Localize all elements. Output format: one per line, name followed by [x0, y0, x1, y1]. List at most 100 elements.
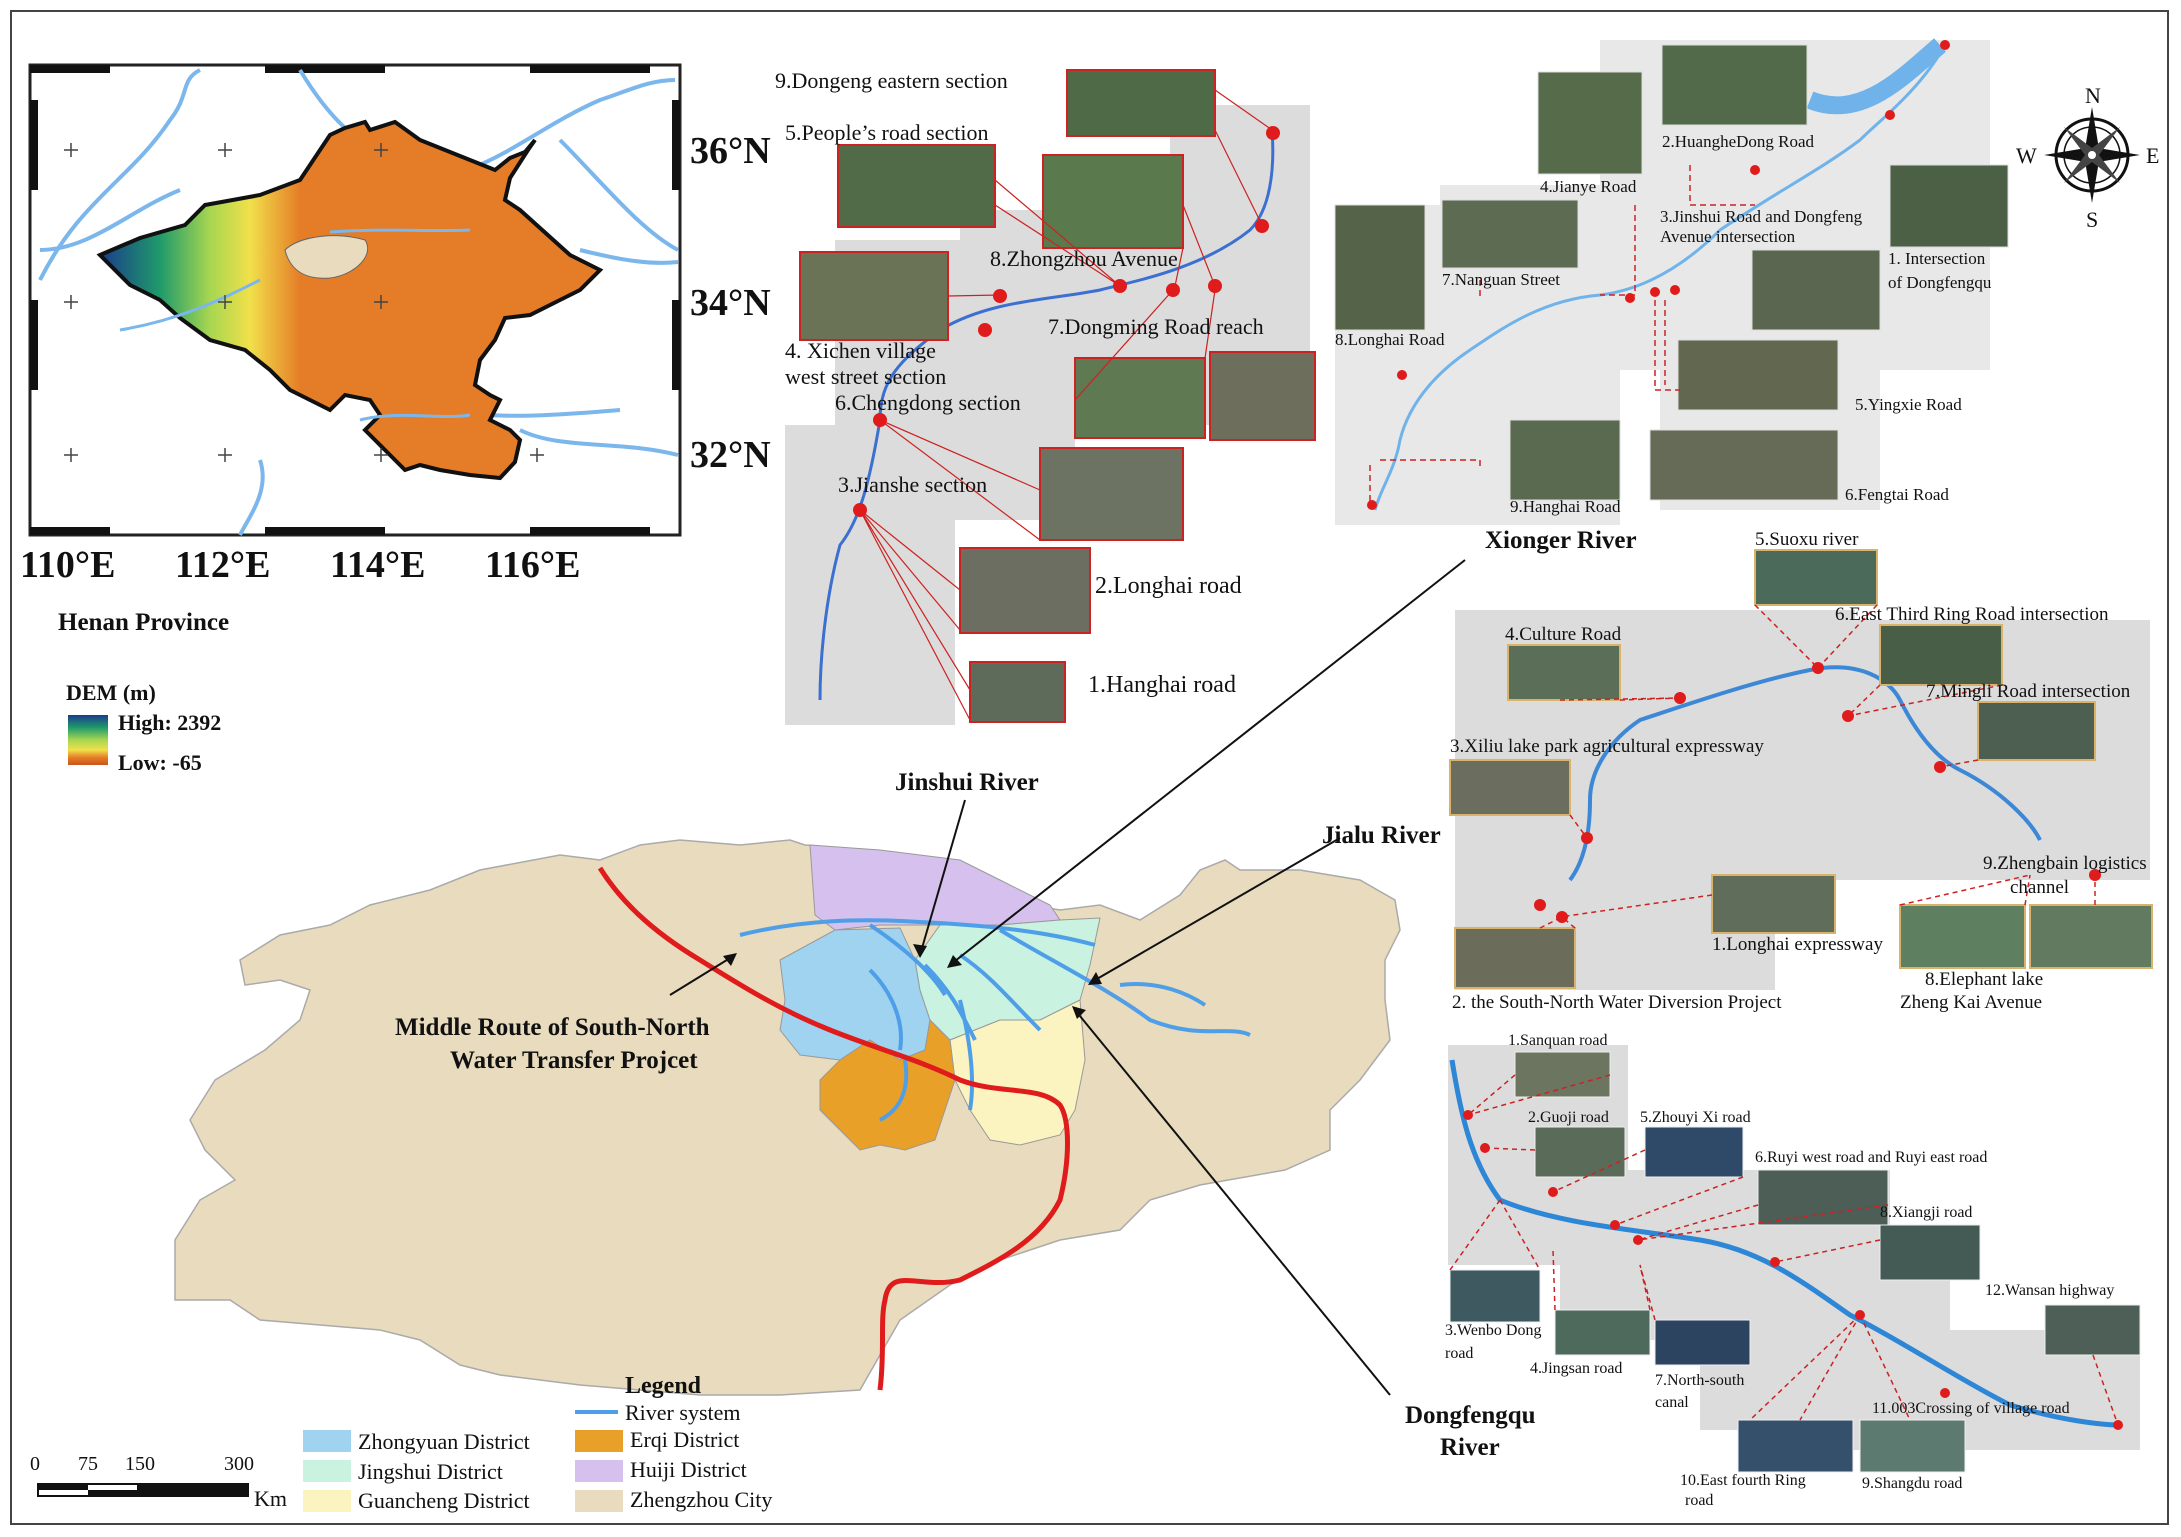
dongfengqu-basemap: [1448, 1045, 2140, 1450]
xionger-site-1b: of Dongfengqu: [1888, 273, 1992, 292]
jialu-site-4: 4.Culture Road: [1505, 624, 1622, 645]
henan-province-shape: [96, 119, 604, 481]
jialu-site-8a: 8.Elephant lake: [1925, 969, 2043, 990]
xionger-site-8: 8.Longhai Road: [1335, 330, 1445, 349]
lon-label-110: 110°E: [20, 544, 115, 586]
dongfengqu-thumbnails: [1449, 1051, 2141, 1473]
jinshui-site-5: 5.People’s road section: [785, 120, 988, 145]
jialu-thumbnails: [1449, 549, 2153, 989]
dongfengqu-course: [1449, 1059, 2121, 1428]
legend-label-zhengzhou: Zhengzhou City: [630, 1487, 772, 1512]
jinshui-site-7: 7.Dongming Road reach: [1048, 314, 1264, 339]
xionger-site-3b: Avenue intersection: [1660, 227, 1796, 246]
jinshui-site-8: 8.Zhongzhou Avenue: [990, 246, 1178, 271]
zhengzhou-map: [174, 839, 1401, 1396]
compass-w: W: [2016, 143, 2037, 168]
legend-label-guancheng: Guancheng District: [358, 1488, 530, 1513]
dongfengqu-leaders: [1449, 1074, 2119, 1426]
figure-frame: [10, 10, 2169, 1525]
dongfengqu-site-6: 6.Ruyi west road and Ruyi east road: [1755, 1149, 1987, 1166]
legend-swatch-jingshui: [303, 1460, 351, 1482]
jialu-leaders: [1539, 604, 2096, 929]
scale-segment-2: [137, 1483, 249, 1497]
xionger-wide-reach: [1806, 38, 1946, 115]
dongfengqu-river-label-line1: Dongfengqu: [1405, 1402, 1536, 1429]
legend-swatch-huiji: [575, 1460, 623, 1482]
jinshui-site-6: 6.Chengdong section: [835, 390, 1021, 415]
dongfengqu-site-8: 8.Xiangji road: [1880, 1204, 1972, 1221]
jialu-site-8b: Zheng Kai Avenue: [1900, 992, 2042, 1013]
xionger-site-4: 4.Jianye Road: [1540, 177, 1637, 196]
province-label: Henan Province: [58, 609, 229, 636]
scale-tick-75: 75: [78, 1453, 98, 1475]
scale-tick-0: 0: [30, 1453, 40, 1475]
jialu-river-label: Jialu River: [1322, 822, 1441, 849]
xionger-panel: 2.HuangheDong Road 4.Jianye Road 3.Jinsh…: [1334, 38, 2009, 525]
xionger-site-9: 9.Hanghai Road: [1510, 497, 1621, 516]
xionger-course: [1373, 44, 1947, 511]
south-north-canal: [597, 866, 1070, 1391]
lat-label-36: 36°N: [690, 130, 771, 172]
dongfengqu-site-12: 12.Wansan highway: [1985, 1282, 2114, 1299]
jinshui-site-9: 9.Dongeng eastern section: [775, 68, 1008, 93]
dongfengqu-site-3b: road: [1445, 1345, 1473, 1362]
jinshui-site-points: [853, 126, 1280, 517]
jialu-site-points: [1534, 662, 2101, 923]
legend-river-label: River system: [625, 1400, 741, 1425]
lon-label-116: 116°E: [485, 544, 580, 586]
middle-route-label-line2: Water Transfer Projcet: [450, 1047, 698, 1074]
dongfengqu-site-7b: canal: [1655, 1394, 1689, 1411]
lat-label-32: 32°N: [690, 434, 771, 476]
graticule-crosses: [64, 143, 544, 462]
compass-n: N: [2085, 83, 2101, 108]
xionger-thumbnails: [1334, 44, 2009, 501]
legend-label-erqi: Erqi District: [630, 1427, 739, 1452]
jialu-site-1: 1.Longhai expressway: [1712, 934, 1883, 955]
arrowheads: [723, 944, 1102, 1019]
jinshui-site-3: 3.Jianshe section: [838, 472, 987, 497]
dongfengqu-site-2: 2.Guoji road: [1528, 1109, 1609, 1126]
dem-high: High: 2392: [118, 710, 221, 735]
xionger-site-2: 2.HuangheDong Road: [1662, 132, 1815, 151]
compass-e: E: [2146, 143, 2159, 168]
xionger-site-5: 5.Yingxie Road: [1855, 395, 1962, 414]
dongfengqu-site-4: 4.Jingsan road: [1530, 1360, 1622, 1377]
legend-swatch-zhongyuan: [303, 1430, 351, 1452]
overview-map: 36°N 34°N 32°N 110°E 112°E 114°E 116°E: [20, 63, 771, 586]
jinshui-river-label: Jinshui River: [895, 769, 1039, 796]
jinshui-site-2: 2.Longhai road: [1095, 573, 1242, 599]
jinshui-thumbnails: [799, 69, 1316, 723]
lat-label-34: 34°N: [690, 282, 771, 324]
dongfengqu-site-11: 11.003Crossing of village road: [1872, 1400, 2070, 1417]
dongfengqu-site-3a: 3.Wenbo Dong: [1445, 1322, 1541, 1339]
river-system: [739, 918, 1251, 1122]
huiji-district: [809, 844, 1061, 931]
legend-swatch-erqi: [575, 1430, 623, 1452]
compass-s: S: [2086, 207, 2098, 232]
jinshui-site-4a: 4. Xichen village: [785, 338, 936, 363]
dongfengqu-site-7a: 7.North-south: [1655, 1372, 1744, 1389]
jialu-site-9b: channel: [2010, 877, 2069, 898]
xionger-river-label: Xionger River: [1485, 527, 1637, 554]
scale-tick-300: 300: [224, 1453, 254, 1475]
jinshui-site-4b: west street section: [785, 364, 946, 389]
dem-title: DEM (m): [66, 680, 156, 705]
zhengzhou-city-shape: [174, 839, 1401, 1396]
jialu-course: [1568, 665, 2042, 882]
legend-swatch-zhengzhou: [575, 1490, 623, 1512]
jialu-site-2: 2. the South-North Water Diversion Proje…: [1452, 992, 1782, 1013]
jialu-site-3: 3.Xiliu lake park agricultural expresswa…: [1450, 736, 1764, 757]
compass-rose: N S E W: [2016, 83, 2159, 232]
scale-unit: Km: [254, 1486, 287, 1511]
jinshui-panel: 9.Dongeng eastern section 5.People’s roa…: [775, 68, 1316, 725]
xionger-site-6: 6.Fengtai Road: [1845, 485, 1949, 504]
jialu-site-7: 7.Mingli Road intersection: [1926, 681, 2131, 702]
xionger-dashed-leaders: [1369, 165, 1755, 505]
erqi-district: [819, 1018, 956, 1151]
dongfengqu-panel: 1.Sanquan road 2.Guoji road 5.Zhouyi Xi …: [1445, 1032, 2141, 1509]
dongfengqu-site-10b: road: [1685, 1492, 1713, 1509]
jialu-site-5: 5.Suoxu river: [1755, 529, 1859, 550]
xionger-site-3a: 3.Jinshui Road and Dongfeng: [1660, 207, 1863, 226]
dongfengqu-site-10a: 10.East fourth Ring: [1680, 1472, 1806, 1489]
